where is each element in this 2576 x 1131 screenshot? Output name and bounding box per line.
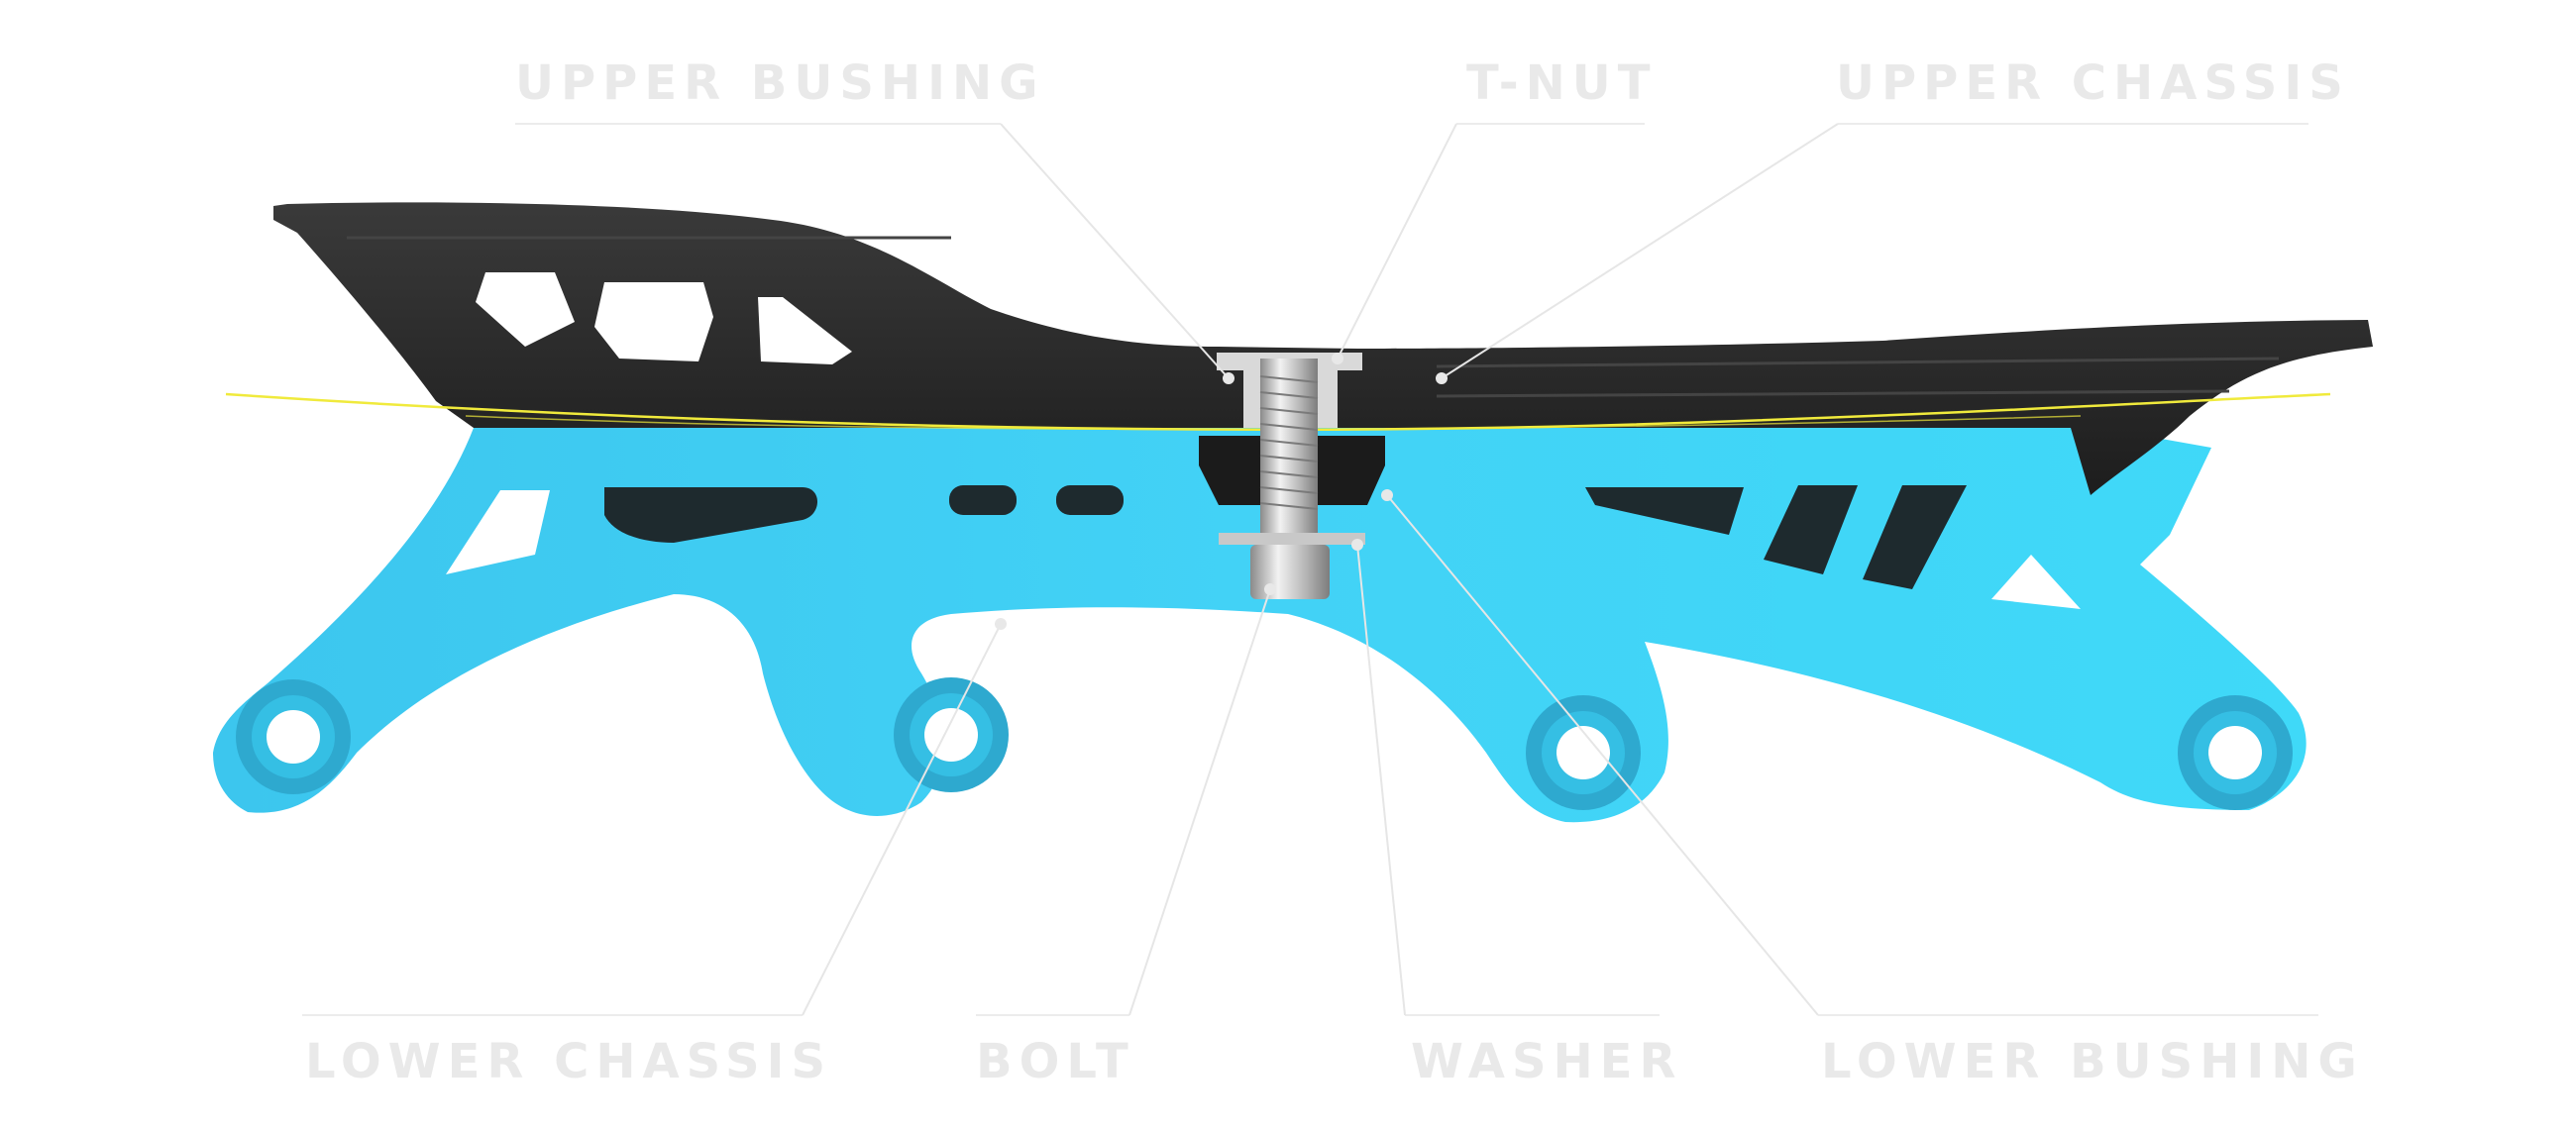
cutout	[604, 487, 817, 543]
callout-dot	[1264, 583, 1276, 595]
cutout	[1863, 485, 1967, 589]
t-nut-leader	[1337, 123, 1457, 360]
callout-dot	[995, 618, 1007, 630]
washer-label: WASHER	[1411, 1034, 1683, 1089]
lower-chassis-leader	[802, 623, 1002, 1016]
window	[476, 272, 575, 347]
axle-mount	[894, 677, 1009, 792]
bolt-shaft	[1260, 359, 1318, 537]
callout-dot	[1436, 372, 1448, 384]
upper-chassis-windows	[476, 272, 852, 364]
axle-mounts	[236, 677, 2293, 810]
bolt-leader	[1128, 588, 1271, 1016]
upper-chassis-ribs	[347, 236, 2280, 398]
lower-chassis-cutouts	[446, 485, 2081, 609]
callout-lines	[802, 123, 1839, 1016]
upper-chassis-label: UPPER CHASSIS	[1836, 55, 2350, 111]
callout-dots	[995, 353, 1448, 630]
bolt-head	[1250, 545, 1330, 599]
t-nut-label: T-NUT	[1466, 55, 1658, 111]
callout-dot	[1223, 372, 1234, 384]
axle-mount	[1526, 695, 1641, 810]
cutout	[1991, 555, 2081, 609]
callout-dot	[1381, 489, 1393, 501]
upper-bushing-leader	[1000, 123, 1230, 379]
callout-dot	[1332, 353, 1343, 364]
washer	[1219, 533, 1365, 545]
bolt-label: BOLT	[976, 1034, 1135, 1089]
lower-chassis	[213, 428, 2307, 823]
lower-bushing-label: LOWER BUSHING	[1821, 1034, 2364, 1089]
upper-bushing-label: UPPER BUSHING	[515, 55, 1045, 111]
axle-mount	[2178, 695, 2293, 810]
cutout	[1585, 487, 1744, 535]
cutout	[1764, 485, 1858, 574]
cutout	[1056, 485, 1124, 515]
axle-mount	[236, 679, 351, 794]
cutout	[949, 485, 1017, 515]
upper-chassis-leader	[1441, 123, 1839, 379]
label-underlines	[302, 123, 2318, 1016]
window	[594, 282, 713, 361]
lower-bushing-leader	[1386, 494, 1819, 1016]
fastener-assembly	[1199, 353, 1385, 599]
window	[758, 297, 852, 364]
washer-leader	[1356, 544, 1406, 1016]
callout-dot	[1351, 539, 1363, 551]
guide-line-secondary	[465, 415, 2082, 431]
lower-chassis-label: LOWER CHASSIS	[305, 1034, 833, 1089]
cutout	[446, 490, 550, 574]
bolt-threads	[1259, 375, 1319, 510]
